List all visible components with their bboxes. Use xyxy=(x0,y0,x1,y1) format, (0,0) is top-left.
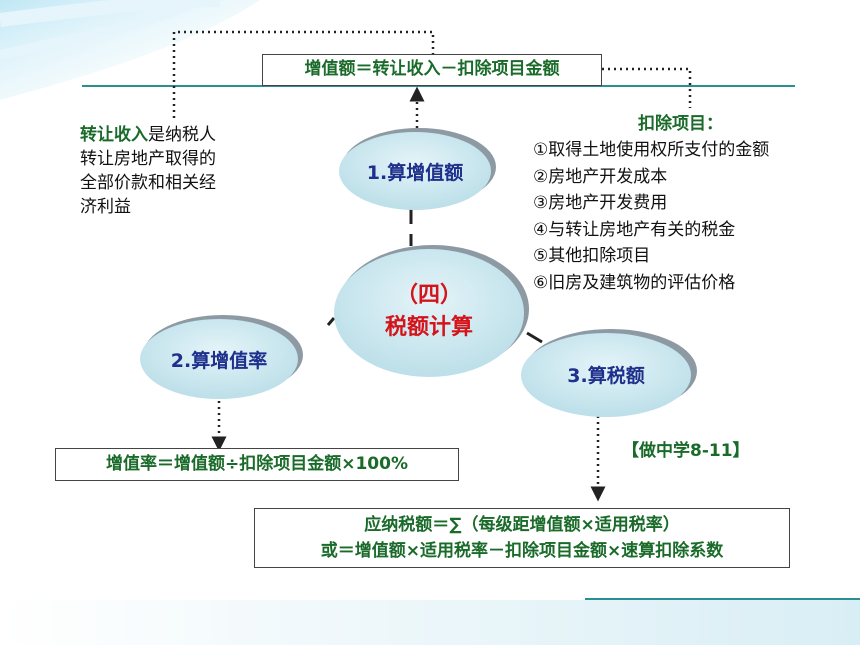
deduction-item: ⑥旧房及建筑物的评估价格 xyxy=(533,272,736,293)
top-formula-text: 增值额＝转让收入－扣除项目金额 xyxy=(304,59,560,79)
link-center-step3 xyxy=(526,331,543,344)
deduction-item: ①取得土地使用权所支付的金额 xyxy=(533,140,770,160)
corner-wave xyxy=(0,0,260,100)
deduction-connector xyxy=(602,67,692,108)
deduction-item: ④与转让房地产有关的税金 xyxy=(533,219,736,240)
bottom-wave xyxy=(0,600,860,645)
tax-formula-line-2: 或＝增值额×适用税率－扣除项目金额×速算扣除系数 xyxy=(320,541,724,561)
transfer-income-line-2: 转让房地产取得的 xyxy=(80,149,216,169)
rate-formula-box: 增值率＝增值额÷扣除项目金额×100% xyxy=(55,448,459,481)
step1-label: 1.算增值额 xyxy=(366,162,464,184)
deductions-title: 扣除项目： xyxy=(638,114,723,134)
step3-ellipse xyxy=(521,333,691,417)
step2-label: 2.算增值率 xyxy=(170,350,268,372)
transfer-income-term: 转让收入 xyxy=(80,125,148,145)
center-label-line-1: （四） xyxy=(395,283,462,308)
step1-ellipse xyxy=(339,132,491,210)
top-formula-box: 增值额＝转让收入－扣除项目金额 xyxy=(262,54,602,86)
practice-label: 【做中学8-11】 xyxy=(622,441,750,461)
step2-ellipse xyxy=(140,319,298,399)
deduction-item: ⑤其他扣除项目 xyxy=(533,246,651,266)
income-connector xyxy=(172,30,435,118)
rate-formula-text: 增值率＝增值额÷扣除项目金额×100% xyxy=(105,454,408,474)
center-label-line-2: 税额计算 xyxy=(384,315,473,340)
deduction-item: ③房地产开发费用 xyxy=(533,193,668,213)
transfer-income-line-1: 转让收入是纳税人 xyxy=(80,125,216,145)
center-ellipse xyxy=(334,249,524,377)
transfer-income-line-4: 济利益 xyxy=(80,197,131,217)
transfer-income-line-3: 全部价款和相关经 xyxy=(80,173,216,193)
deduction-item: ②房地产开发成本 xyxy=(533,166,668,187)
transfer-income-definition: 转让收入是纳税人 转让房地产取得的 全部价款和相关经 济利益 xyxy=(80,123,216,219)
center-label: （四） 税额计算 xyxy=(334,280,524,344)
link-center-step2 xyxy=(326,317,336,326)
step3-label: 3.算税额 xyxy=(567,365,645,387)
tax-formula-line-1: 应纳税额＝∑（每级距增值额×适用税率） xyxy=(364,515,680,535)
deductions-list: ①取得土地使用权所支付的金额 ②房地产开发成本 ③房地产开发费用 ④与转让房地产… xyxy=(533,137,769,296)
tax-formula-box: 应纳税额＝∑（每级距增值额×适用税率） 或＝增值额×适用税率－扣除项目金额×速算… xyxy=(254,508,790,568)
